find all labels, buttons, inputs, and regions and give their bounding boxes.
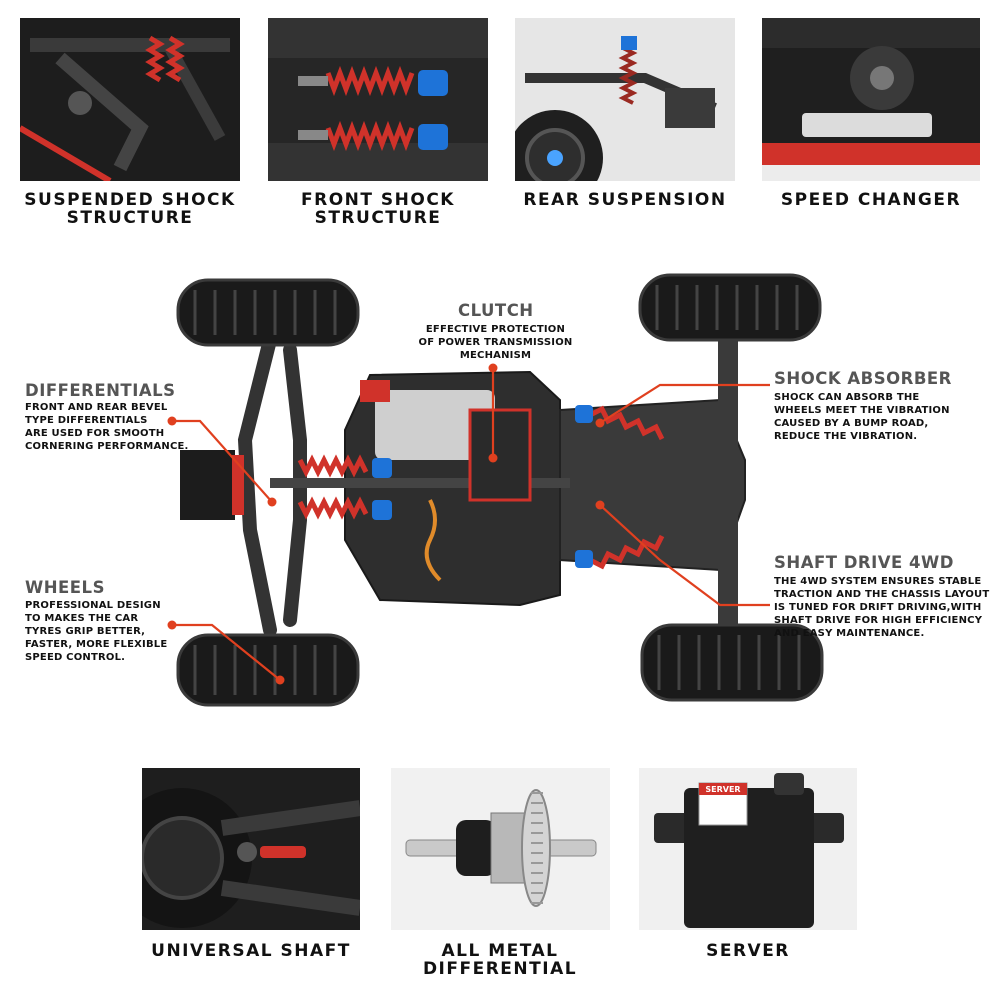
- caption-speed-changer: SPEED CHANGER: [780, 190, 962, 210]
- tire-rear-right: [640, 623, 824, 702]
- motor: [375, 390, 495, 460]
- differential-illustration: [391, 768, 610, 930]
- callout-lines: [172, 368, 770, 681]
- servo-illustration: SERVER: [639, 768, 857, 930]
- front-shock-illustration: [268, 18, 488, 181]
- feature-title-shaft-drive: SHAFT DRIVE 4WD: [774, 553, 954, 572]
- rear-suspension-illustration: [515, 18, 735, 181]
- front-differential-mount: [232, 455, 244, 515]
- wire: [424, 499, 442, 582]
- callout-dots: [167, 363, 605, 685]
- feature-title-shock-absorber: SHOCK ABSORBER: [774, 369, 952, 388]
- caption-server: SERVER: [706, 941, 790, 961]
- caption-universal-shaft: UNIVERSAL SHAFT: [151, 941, 351, 961]
- photo-universal-shaft: [142, 768, 360, 930]
- front-shock-cap-1: [372, 458, 392, 478]
- drive-shaft: [270, 478, 570, 488]
- photo-all-metal-differential: [391, 768, 610, 930]
- speed-changer-illustration: [762, 18, 980, 181]
- battery-connector: [360, 380, 390, 402]
- rear-shock-cap-1: [575, 405, 593, 423]
- feature-desc-differentials: FRONT AND REAR BEVEL TYPE DIFFERENTIALS …: [25, 402, 189, 452]
- tire-rear-left: [638, 273, 822, 342]
- caption-rear-suspension: REAR SUSPENSION: [523, 190, 727, 210]
- tire-front-left: [176, 278, 360, 347]
- caption-front-shock: FRONT SHOCK STRUCTURE: [301, 190, 455, 228]
- feature-title-clutch: CLUTCH: [458, 301, 534, 320]
- caption-suspended-shock: SUSPENDED SHOCK STRUCTURE: [24, 190, 236, 228]
- photo-server: SERVER: [639, 768, 857, 930]
- photo-speed-changer: [762, 18, 980, 181]
- photo-suspended-shock: [20, 18, 240, 181]
- car-chassis-illustration: [167, 273, 824, 707]
- feature-desc-shaft-drive: THE 4WD SYSTEM ENSURES STABLE TRACTION A…: [774, 576, 990, 639]
- feature-desc-shock-absorber: SHOCK CAN ABSORB THE WHEELS MEET THE VIB…: [774, 392, 950, 442]
- feature-title-wheels: WHEELS: [25, 578, 105, 597]
- feature-desc-wheels: PROFESSIONAL DESIGN TO MAKES THE CAR TYR…: [25, 600, 168, 663]
- suspended-shock-illustration: [20, 18, 240, 181]
- front-bumper: [180, 450, 235, 520]
- caption-all-metal-differential: ALL METAL DIFFERENTIAL: [422, 941, 578, 979]
- gearbox: [468, 408, 532, 502]
- servo-sticker-text: SERVER: [705, 785, 740, 794]
- universal-shaft-illustration: [142, 768, 360, 930]
- photo-front-shock: [268, 18, 488, 181]
- feature-desc-clutch: EFFECTIVE PROTECTION OF POWER TRANSMISSI…: [418, 324, 573, 361]
- photo-rear-suspension: [515, 18, 735, 181]
- rear-axle: [718, 320, 738, 640]
- feature-title-differentials: DIFFERENTIALS: [25, 381, 176, 400]
- rear-shock-cap-2: [575, 550, 593, 568]
- front-shock-cap-2: [372, 500, 392, 520]
